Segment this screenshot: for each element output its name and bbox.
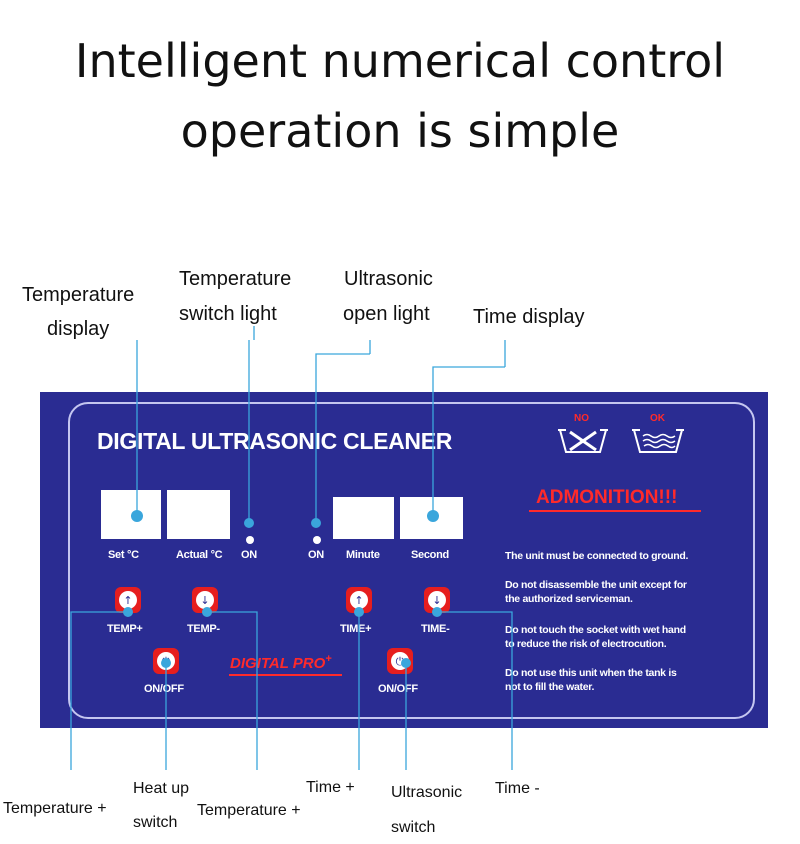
label-temperature-display-1: Temperature <box>22 284 135 306</box>
minute-display <box>333 497 394 539</box>
brand-underline <box>229 674 342 676</box>
temp-plus-button[interactable]: ↑ <box>115 587 141 613</box>
caption-set: Set °C <box>108 549 139 561</box>
headline-line-1: Intelligent numerical control <box>74 34 726 88</box>
time-minus-label: TIME- <box>421 623 450 635</box>
label-temperature-switch-light-1: Temperature <box>179 268 292 290</box>
temp-plus-label: TEMP+ <box>107 623 143 635</box>
temp-minus-button[interactable]: ↓ <box>192 587 218 613</box>
set-temperature-display <box>101 490 161 539</box>
brand-text: DIGITAL PRO <box>230 655 326 672</box>
label-ultrasonic-switch-1: Ultrasonic <box>391 784 463 801</box>
label-heat-up-switch-1: Heat up <box>133 780 190 797</box>
label-temperature-switch-light-2: switch light <box>179 303 277 325</box>
temperature-switch-led <box>246 536 254 544</box>
label-ultrasonic-open-light-2: open light <box>343 303 430 325</box>
no-basin-icon <box>558 429 608 453</box>
admonition-heading: ADMONITION!!! <box>536 487 678 508</box>
second-display <box>400 497 463 539</box>
down-arrow-icon: ↓ <box>196 591 214 609</box>
label-temperature-plus: Temperature + <box>3 800 107 817</box>
temp-minus-label: TEMP- <box>187 623 220 635</box>
admonition-line-1: The unit must be connected to ground. <box>505 550 689 562</box>
up-arrow-icon: ↑ <box>119 591 137 609</box>
actual-temperature-display <box>167 490 230 539</box>
label-time-plus: Time + <box>306 779 355 796</box>
up-arrow-icon: ↑ <box>350 591 368 609</box>
admonition-line-5: to reduce the risk of electrocution. <box>505 638 667 650</box>
power-icon: ⏻ <box>391 652 409 670</box>
caption-on-right: ON <box>308 549 324 561</box>
heat-onoff-button[interactable]: ⏻ <box>153 648 179 674</box>
admonition-line-2: Do not disassemble the unit except for <box>505 579 687 591</box>
label-heat-up-switch-2: switch <box>133 814 178 831</box>
brand-sup: + <box>325 653 332 665</box>
headline-line-2: operation is simple <box>180 104 620 158</box>
no-basin-symbol: NO <box>556 414 612 456</box>
label-ultrasonic-open-light-1: Ultrasonic <box>344 268 433 290</box>
no-label: NO <box>574 413 589 424</box>
label-time-minus: Time - <box>495 780 540 797</box>
label-temperature-minus: Temperature + <box>197 802 301 819</box>
down-arrow-icon: ↓ <box>428 591 446 609</box>
ok-basin-symbol: OK <box>630 414 688 456</box>
panel-title: DIGITAL ULTRASONIC CLEANER <box>97 428 453 454</box>
ok-basin-icon <box>632 429 684 453</box>
admonition-line-7: not to fill the water. <box>505 681 595 693</box>
time-minus-button[interactable]: ↓ <box>424 587 450 613</box>
caption-second: Second <box>411 549 449 561</box>
ok-label: OK <box>650 413 665 424</box>
time-plus-label: TIME+ <box>340 623 372 635</box>
label-temperature-display-2: display <box>47 318 110 340</box>
power-icon: ⏻ <box>157 652 175 670</box>
ultrasonic-onoff-label: ON/OFF <box>378 683 418 695</box>
time-plus-button[interactable]: ↑ <box>346 587 372 613</box>
ultrasonic-open-led <box>313 536 321 544</box>
caption-actual: Actual °C <box>176 549 223 561</box>
admonition-line-4: Do not touch the socket with wet hand <box>505 624 686 636</box>
caption-on-left: ON <box>241 549 257 561</box>
heat-onoff-label: ON/OFF <box>144 683 184 695</box>
ultrasonic-onoff-button[interactable]: ⏻ <box>387 648 413 674</box>
admonition-underline <box>529 510 701 512</box>
label-ultrasonic-switch-2: switch <box>391 819 436 836</box>
label-time-display: Time display <box>473 306 585 328</box>
control-panel-border <box>68 402 755 719</box>
caption-minute: Minute <box>346 549 380 561</box>
admonition-line-6: Do not use this unit when the tank is <box>505 667 677 679</box>
brand-digital-pro: DIGITAL PRO+ <box>230 653 332 672</box>
admonition-line-3: the authorized serviceman. <box>505 593 633 605</box>
